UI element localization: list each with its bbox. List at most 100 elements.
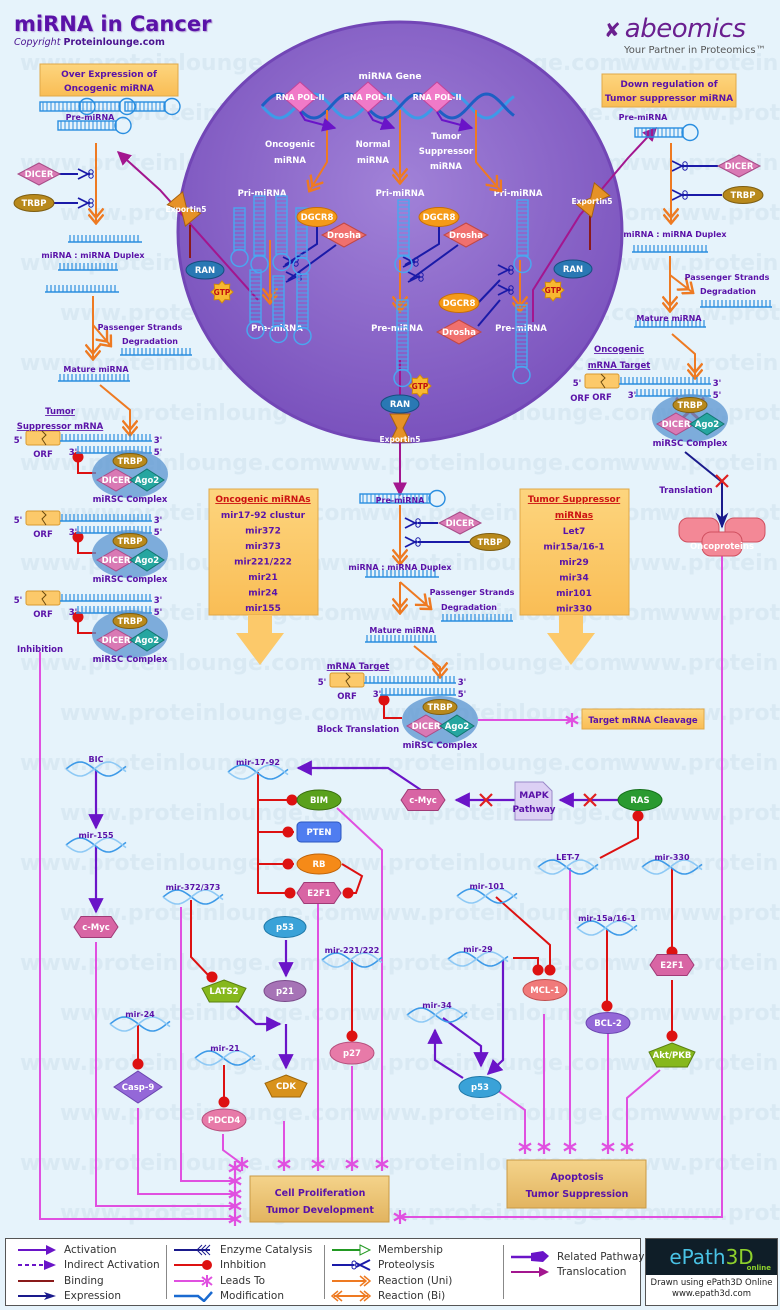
dicer-node-label: DICER: [412, 722, 441, 732]
lats2-node[interactable]: LATS2: [201, 979, 247, 1003]
akt-pkb-node[interactable]: Akt/PKB: [648, 1042, 696, 1068]
stem-loop-rna: [393, 299, 412, 388]
epath-url[interactable]: www.epath3d.com: [672, 1289, 751, 1299]
casp-9-node[interactable]: Casp-9: [113, 1070, 163, 1104]
watermark-text: www.proteinlounge.com: [620, 951, 780, 976]
copyright-site[interactable]: Proteinlounge.com: [63, 37, 165, 48]
legend-divider: [503, 1245, 504, 1299]
trbp-node[interactable]: TRBP: [112, 453, 148, 469]
cdk-node[interactable]: CDK: [264, 1074, 308, 1098]
dicer-node[interactable]: DICER: [437, 511, 483, 535]
ago2-node[interactable]: Ago2: [439, 714, 475, 738]
trbp-node[interactable]: TRBP: [422, 699, 458, 715]
trbp-node-label: TRBP: [427, 703, 452, 713]
epath3d-badge[interactable]: ePath3D online Drawn using ePath3D Onlin…: [645, 1238, 778, 1306]
p53-node[interactable]: p53: [263, 916, 307, 938]
exportin5-channel[interactable]: [575, 181, 611, 219]
e2f1-node[interactable]: E2F1: [296, 882, 342, 904]
inhibition-dot-icon: [666, 1030, 678, 1042]
ago2-node[interactable]: Ago2: [689, 412, 725, 436]
gtp-node[interactable]: GTP: [210, 280, 234, 304]
p21-node[interactable]: p21: [263, 980, 307, 1002]
rna-strand: [365, 570, 439, 578]
gtp-node[interactable]: GTP: [541, 278, 565, 302]
three-prime-label: 3': [69, 608, 78, 618]
e2f1-node[interactable]: E2F1: [649, 954, 695, 976]
mirna-bic-icon: [65, 761, 127, 777]
ran-node[interactable]: RAN: [380, 394, 420, 414]
dicer-node[interactable]: DICER: [96, 548, 136, 572]
suppressor-list-title-1: Tumor Suppressor: [528, 495, 621, 505]
suppressor-mirna-item: mir15a/16-1: [543, 543, 604, 553]
pdcd4-node[interactable]: PDCD4: [201, 1108, 247, 1132]
apoptosis-outcome[interactable]: Apoptosis Tumor Suppression: [506, 1159, 647, 1209]
mirna-mir372-icon: [162, 889, 224, 905]
c-myc-node[interactable]: c-Myc: [73, 916, 119, 938]
bim-node[interactable]: BIM: [296, 789, 342, 811]
gtp-node[interactable]: GTP: [408, 374, 432, 398]
oncoproteins-node[interactable]: Oncoproteins: [678, 517, 766, 557]
suppressor-mirna-item: mir101: [556, 589, 592, 599]
trbp-node[interactable]: TRBP: [469, 533, 511, 551]
blade: [77, 168, 91, 180]
p53-node-shape: [458, 1076, 502, 1098]
brand-name: abeomics: [624, 14, 746, 44]
handle: [415, 522, 421, 528]
dicer-node[interactable]: DICER: [96, 628, 136, 652]
c-myc-node[interactable]: c-Myc: [400, 789, 446, 811]
abeomics-logo[interactable]: ✘abeomics: [604, 14, 746, 44]
callout-line-2: Oncogenic miRNA: [64, 84, 154, 94]
watermark-text: www.proteinlounge.com: [620, 551, 780, 576]
mirna-mir15a-icon: [576, 920, 638, 936]
dgcr8-node-shape: [418, 207, 460, 227]
asterisk-stroke: [620, 1142, 634, 1152]
cell-proliferation-outcome[interactable]: Cell Proliferation Tumor Development: [249, 1175, 390, 1223]
dgcr8-node[interactable]: DGCR8: [438, 293, 480, 313]
ago2-node[interactable]: Ago2: [129, 548, 165, 572]
pten-node[interactable]: PTEN: [296, 821, 342, 843]
ago2-node[interactable]: Ago2: [129, 468, 165, 492]
legend-label: Related Pathway: [557, 1250, 645, 1263]
dicer-node[interactable]: DICER: [656, 412, 696, 436]
dgcr8-node[interactable]: DGCR8: [418, 207, 460, 227]
dgcr8-node[interactable]: DGCR8: [296, 207, 338, 227]
dicer-node[interactable]: DICER: [716, 154, 762, 178]
drosha-node[interactable]: Drosha: [442, 222, 490, 248]
c-myc-node-shape: [400, 789, 446, 811]
exportin5-channel[interactable]: [166, 190, 202, 228]
activation-link: [299, 111, 337, 132]
trbp-node[interactable]: TRBP: [112, 533, 148, 549]
exportin5-channel[interactable]: [389, 413, 411, 443]
drosha-node[interactable]: Drosha: [435, 319, 483, 345]
dicer-node[interactable]: DICER: [96, 468, 136, 492]
bcl-2-node[interactable]: BCL-2: [585, 1012, 631, 1034]
p53-node-label: p53: [276, 923, 294, 933]
blade: [77, 197, 91, 209]
ras-node[interactable]: RAS: [617, 789, 663, 811]
ran-node[interactable]: RAN: [185, 260, 225, 280]
trbp-node[interactable]: TRBP: [672, 397, 708, 413]
dicer-node[interactable]: DICER: [406, 714, 446, 738]
trbp-node[interactable]: TRBP: [112, 613, 148, 629]
drosha-node[interactable]: Drosha: [320, 222, 368, 248]
ago2-node[interactable]: Ago2: [129, 628, 165, 652]
rna-strand: [700, 300, 772, 308]
strand: [456, 888, 518, 904]
enzyme-link: [409, 244, 459, 281]
trbp-node[interactable]: TRBP: [722, 186, 764, 204]
ran-node[interactable]: RAN: [553, 259, 593, 279]
hairpin-loop: [681, 123, 699, 142]
rna-strand: [634, 320, 706, 328]
hairpin-rna: [359, 489, 446, 508]
five-prime-label: 5': [458, 690, 467, 700]
dicer-node[interactable]: DICER: [16, 162, 62, 186]
rb-node[interactable]: RB: [296, 853, 342, 875]
e2f1-node-label: E2F1: [660, 961, 684, 971]
suppressor-mirna-item: mir29: [559, 558, 588, 568]
p53-node[interactable]: p53: [458, 1076, 502, 1098]
leads-to-asterisk-icon: [601, 1140, 615, 1154]
mcl-1-node[interactable]: MCL-1: [522, 979, 568, 1001]
trbp-node[interactable]: TRBP: [13, 194, 55, 212]
p27-node[interactable]: p27: [329, 1041, 375, 1065]
